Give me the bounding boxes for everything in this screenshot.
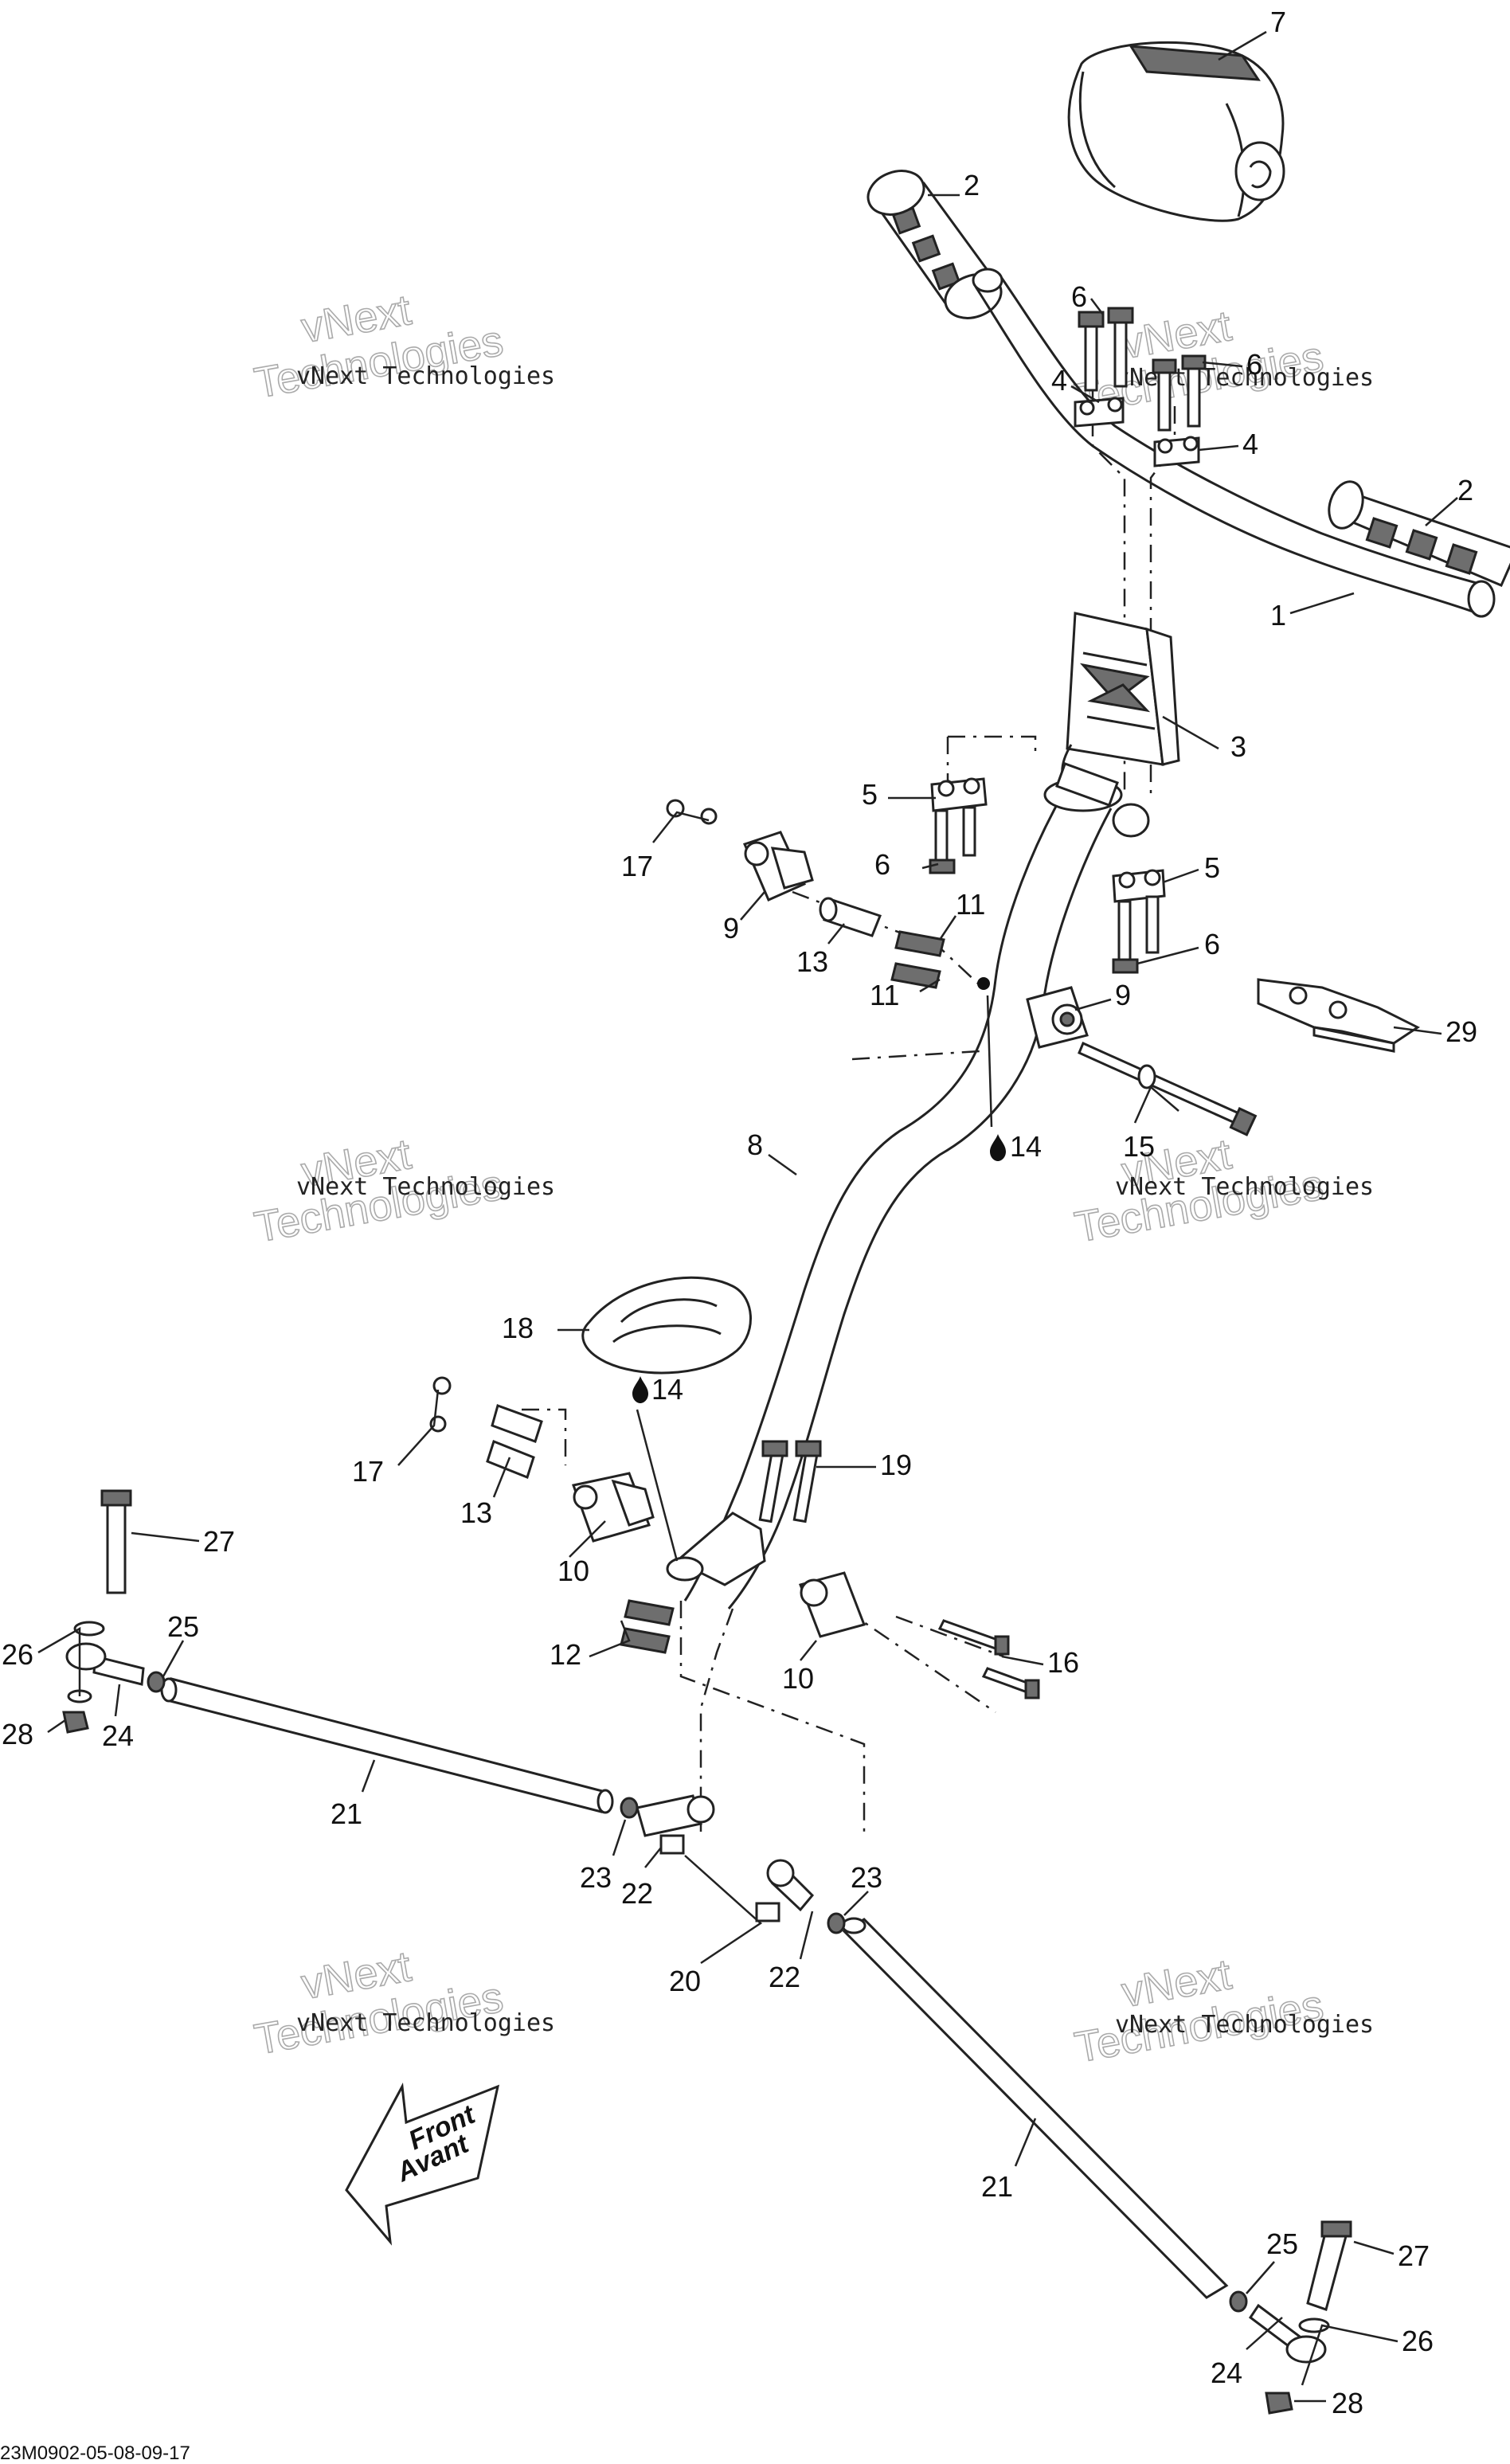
steering-column xyxy=(683,762,1150,1609)
callout-labels: 7 2 6 6 4 4 2 1 3 5 6 5 6 17 9 13 11 11 … xyxy=(2,6,1477,2419)
callout-17: 17 xyxy=(352,1455,384,1488)
callout-28: 28 xyxy=(1332,2387,1363,2419)
front-direction-arrow: Front Avant xyxy=(345,2083,500,2246)
oil-drop-icon xyxy=(990,1134,1006,1161)
callout-2: 2 xyxy=(964,169,980,201)
bearing-block-upper-right xyxy=(1026,986,1089,1049)
tie-rod-end-left xyxy=(62,1489,166,1734)
callout-17: 17 xyxy=(621,850,653,882)
callout-26: 26 xyxy=(1402,2325,1434,2357)
handlebar xyxy=(972,268,1496,618)
callout-25: 25 xyxy=(167,1610,199,1643)
bearing-sleeve-upper xyxy=(819,897,882,937)
callout-5: 5 xyxy=(1204,851,1220,884)
callout-9: 9 xyxy=(1115,979,1131,1011)
callout-10: 10 xyxy=(557,1555,589,1587)
callout-13: 13 xyxy=(460,1496,492,1529)
callout-16: 16 xyxy=(1047,1646,1079,1679)
leader-lines xyxy=(37,30,1458,2403)
callout-28: 28 xyxy=(2,1718,33,1750)
callout-14: 14 xyxy=(1010,1130,1042,1163)
callout-7: 7 xyxy=(1270,6,1286,38)
ball-joints-center xyxy=(620,1794,846,1934)
tie-rod-right xyxy=(841,1917,1229,2299)
callout-2: 2 xyxy=(1457,474,1473,506)
watermark-company-text: vNext Technologies xyxy=(296,1173,555,1201)
callout-20: 20 xyxy=(669,1965,701,1997)
callout-18: 18 xyxy=(502,1312,534,1344)
callout-29: 29 xyxy=(1445,1015,1477,1048)
callout-21: 21 xyxy=(981,2170,1013,2203)
bearing-sleeves-lower xyxy=(429,1376,543,1479)
bolt-upper xyxy=(1078,1041,1258,1136)
callout-11: 11 xyxy=(956,888,985,921)
watermark-bottom-right: vNext Technologies xyxy=(1070,1950,1327,2072)
watermark-company-text: vNext Technologies xyxy=(1115,2011,1374,2039)
riser-clamp-left xyxy=(929,777,988,874)
bearing-block-upper-left xyxy=(742,831,814,902)
callout-11: 11 xyxy=(870,979,899,1011)
callout-8: 8 xyxy=(747,1128,763,1161)
spacers-lower xyxy=(620,1599,675,1654)
bearing-block-lower-left xyxy=(572,1472,655,1543)
callout-10: 10 xyxy=(782,1662,814,1695)
document-code: 23M0902-05-08-09-17 xyxy=(0,2442,190,2464)
callout-22: 22 xyxy=(769,1961,800,1993)
steering-column-lower-bracket xyxy=(666,1440,822,1586)
callout-22: 22 xyxy=(621,1877,653,1910)
callout-4: 4 xyxy=(1242,428,1258,460)
handlebar-clamp-upper-left xyxy=(1074,397,1125,428)
riser-clamp-right xyxy=(1112,869,1166,974)
callout-6: 6 xyxy=(1246,348,1262,381)
callout-4: 4 xyxy=(1051,364,1067,397)
callout-5: 5 xyxy=(862,778,878,811)
bearing-block-lower-right xyxy=(799,1571,866,1638)
callout-21: 21 xyxy=(331,1797,362,1830)
callout-19: 19 xyxy=(880,1449,912,1481)
callout-1: 1 xyxy=(1270,599,1286,632)
handlebar-pad xyxy=(1067,41,1285,222)
support-plate xyxy=(1257,978,1420,1053)
bolts-lower-right xyxy=(937,1619,1040,1699)
clamp-bolts-upper xyxy=(1078,307,1207,432)
callout-24: 24 xyxy=(1211,2356,1242,2389)
oil-drop-icon xyxy=(632,1376,648,1403)
handlebar-clamp-upper-right xyxy=(1153,436,1200,467)
spacers-upper xyxy=(890,930,945,989)
callout-6: 6 xyxy=(874,848,890,881)
callout-13: 13 xyxy=(796,945,828,978)
handlebar-grip-right xyxy=(1328,480,1510,587)
watermark-company-text: vNext Technologies xyxy=(1115,1173,1374,1201)
callout-26: 26 xyxy=(2,1638,33,1671)
watermark-company-text: vNext Technologies xyxy=(296,362,555,390)
steering-cover xyxy=(581,1276,752,1375)
callout-12: 12 xyxy=(550,1638,581,1671)
tie-rod-left xyxy=(160,1677,614,1814)
callout-23: 23 xyxy=(580,1861,612,1894)
callout-25: 25 xyxy=(1266,2227,1298,2260)
handlebar-riser xyxy=(1061,612,1180,790)
callout-9: 9 xyxy=(723,912,739,945)
callout-27: 27 xyxy=(1398,2239,1430,2272)
callout-15: 15 xyxy=(1123,1130,1155,1163)
watermark-bottom-left: vNext Technologies xyxy=(250,1942,507,2064)
callout-27: 27 xyxy=(203,1525,235,1558)
watermark-company-text: vNext Technologies xyxy=(296,2009,555,2037)
callout-24: 24 xyxy=(102,1719,134,1752)
callout-23: 23 xyxy=(851,1861,882,1894)
callout-6: 6 xyxy=(1204,928,1220,960)
callout-6: 6 xyxy=(1071,280,1087,313)
callout-3: 3 xyxy=(1230,730,1246,763)
callout-14: 14 xyxy=(651,1373,683,1406)
